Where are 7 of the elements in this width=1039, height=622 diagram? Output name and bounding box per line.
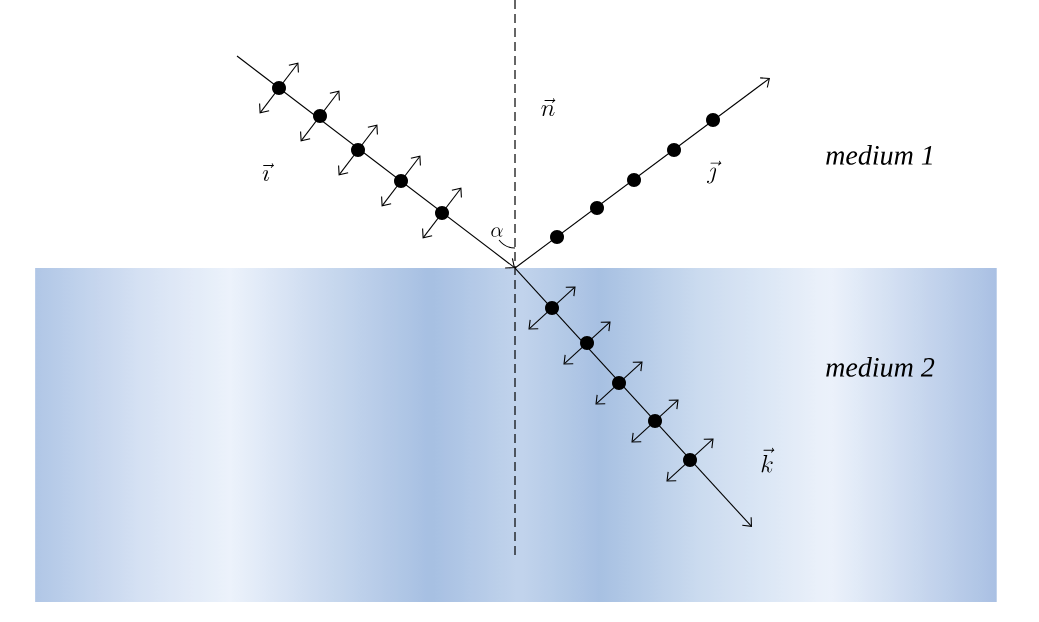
medium-label: medium 2 bbox=[826, 357, 935, 377]
vector-label: $\vec{n}$ bbox=[541, 98, 556, 117]
vector-label: $\vec{k}$ bbox=[761, 447, 775, 473]
vector-label: $\vec{\jmath}$ bbox=[706, 160, 722, 184]
angle-label: $\alpha$ bbox=[491, 227, 503, 237]
medium-label: medium 1 bbox=[826, 145, 932, 165]
vector-label: $\vec{\imath}$ bbox=[262, 163, 274, 182]
